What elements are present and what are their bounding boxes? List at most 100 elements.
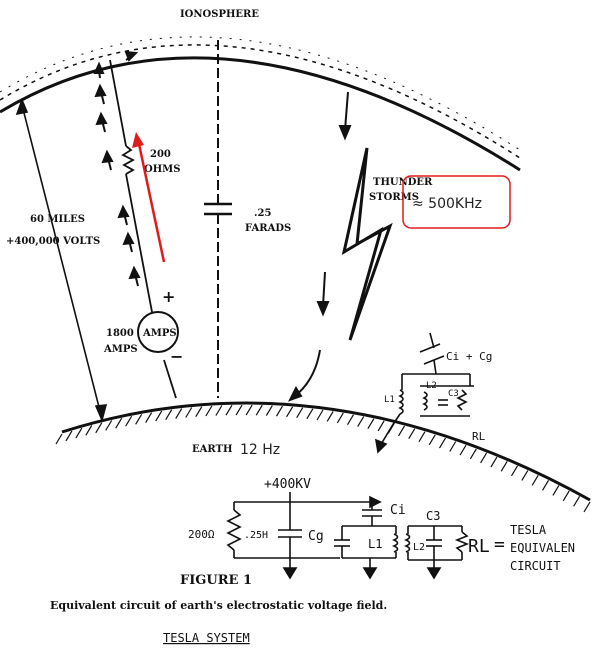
tesla-label-line3: CIRCUIT: [510, 559, 561, 573]
earth-hatch-mark: [428, 434, 436, 446]
l2-circuit-label: L2: [413, 542, 425, 553]
figure-caption: Equivalent circuit of earth's electrosta…: [50, 599, 387, 612]
earth-hatch-mark: [275, 405, 283, 417]
conductor-line: [109, 59, 177, 399]
amps-unit: AMPS: [103, 344, 138, 355]
earth-hatch-mark: [85, 425, 93, 436]
c3-circuit-label: C3: [426, 509, 440, 523]
earth-hatch-mark: [500, 461, 508, 472]
earth-hatch-mark: [459, 444, 467, 456]
earth-hatch-mark: [542, 479, 550, 491]
equals-sign: =: [494, 534, 505, 555]
earth-hatch-mark: [296, 407, 304, 419]
earth-hatch-mark: [286, 406, 294, 418]
ionosphere-arc: [0, 36, 521, 172]
earth-hatch-mark: [165, 409, 173, 420]
red-annotation-arrow: [132, 132, 166, 263]
earth-label: EARTH: [192, 444, 232, 455]
earth-hatch-mark: [195, 406, 203, 417]
earth-hatch-mark: [562, 490, 570, 502]
l1-label: L1: [384, 395, 395, 405]
earth-hatch-mark: [398, 425, 406, 437]
earth-hatch-mark: [438, 437, 446, 449]
capacitor-dashed: [204, 40, 232, 398]
earth-hatch-mark: [185, 407, 193, 418]
earth-hatch-mark: [65, 430, 73, 442]
ci-cg-label: Ci + Cg: [446, 350, 492, 363]
earth-hatch-mark: [95, 422, 103, 434]
earth-hatch-mark: [531, 474, 539, 486]
farads-unit: FARADS: [245, 223, 291, 234]
earth-hatch-mark: [469, 448, 477, 460]
earth-frequency: 12 Hz: [240, 442, 280, 458]
earth-hatch-mark: [225, 404, 233, 416]
earth-hatch-mark: [55, 433, 63, 445]
earth-hatch-mark: [215, 405, 223, 416]
earth-hatch-mark: [265, 405, 273, 416]
c3-label: C3: [448, 389, 459, 399]
earth-hatch-mark: [175, 408, 183, 419]
tesla-label-line2: EQUIVALEN: [510, 541, 575, 555]
earth-hatch-mark: [346, 414, 355, 426]
rl-label: RL: [472, 430, 486, 443]
volts-label: +400,000 VOLTS: [6, 236, 100, 247]
voltage-label: +400KV: [264, 477, 311, 492]
earth-hatch-mark: [135, 413, 143, 425]
l2-label: L2: [426, 381, 437, 391]
earth-arc: [55, 401, 591, 513]
l1-circuit-label: L1: [368, 537, 382, 551]
ohms-value: 200: [150, 149, 171, 160]
earth-hatch-mark: [552, 485, 560, 496]
amps-value: 1800: [106, 328, 134, 339]
earth-hatch-mark: [449, 441, 457, 452]
rl-circuit-label: RL: [468, 536, 490, 557]
earth-hatch-mark: [490, 456, 498, 468]
ammeter: [137, 311, 179, 353]
earth-hatch-mark: [75, 427, 83, 439]
earth-hatch-mark: [480, 452, 488, 464]
ohms-unit: OHMS: [144, 164, 180, 175]
ionosphere-label: IONOSPHERE: [180, 9, 259, 20]
earth-hatch-mark: [357, 416, 365, 427]
miles-label: 60 MILES: [30, 214, 85, 225]
ci-label: Ci: [390, 503, 406, 518]
farads-value: .25: [254, 208, 271, 219]
earth-hatch-mark: [306, 408, 314, 420]
earth-hatch-mark: [583, 501, 591, 513]
earth-hatch-mark: [521, 470, 529, 481]
earth-hatch-mark: [125, 415, 133, 427]
ammeter-label: AMPS: [142, 328, 177, 339]
earth-hatch-mark: [367, 418, 375, 429]
earth-hatch-mark: [145, 412, 153, 423]
resistor-label: 200Ω: [188, 528, 215, 541]
earth-hatch-mark: [316, 409, 324, 421]
right-circuit-sketch: [374, 332, 474, 454]
earth-hatch-mark: [326, 411, 334, 422]
earth-hatch-mark: [115, 417, 123, 429]
frequency-highlight-box: [402, 175, 511, 229]
distance-arrow: [15, 97, 108, 423]
earth-hatch-mark: [408, 428, 416, 440]
storms-label: STORMS: [369, 192, 419, 203]
current-arrows: [93, 50, 141, 287]
earth-hatch-mark: [573, 496, 581, 507]
inductor-label: .25H: [244, 530, 268, 541]
tesla-system-title: TESLA SYSTEM: [163, 631, 250, 645]
earth-hatch-mark: [511, 465, 519, 477]
frequency-label: ≈ 500KHz: [412, 196, 482, 212]
earth-hatch-mark: [418, 431, 426, 442]
earth-hatch-mark: [235, 404, 243, 416]
earth-hatch-mark: [377, 420, 385, 432]
earth-hatch-mark: [255, 404, 263, 416]
earth-hatch-mark: [105, 420, 113, 431]
cg-label: Cg: [308, 529, 324, 544]
storm-arrows: [287, 91, 352, 402]
plus-sign: +: [162, 287, 175, 306]
earth-hatch-mark: [205, 405, 213, 417]
equivalent-circuit: [226, 492, 470, 580]
earth-hatch-mark: [336, 412, 344, 424]
lightning-bolt: [341, 147, 393, 341]
minus-sign: −: [170, 347, 183, 366]
tesla-label-line1: TESLA: [510, 523, 547, 537]
